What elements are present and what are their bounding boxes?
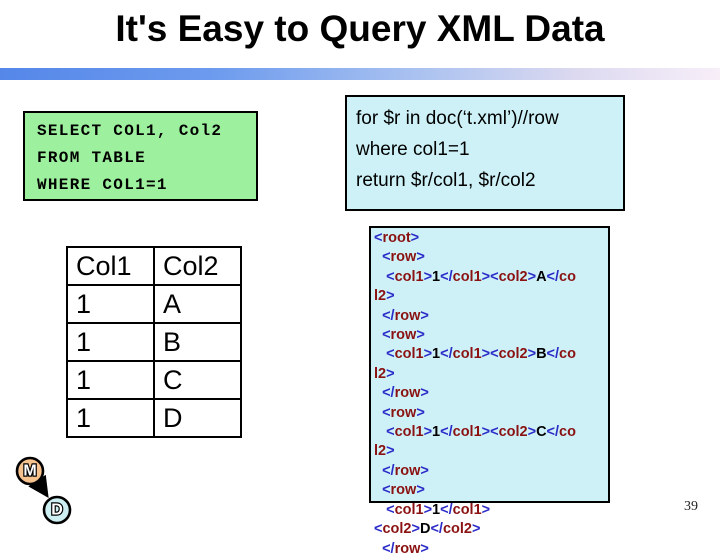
- code-line: return $r/col1, $r/col2: [356, 170, 536, 191]
- d-node-label: D: [51, 502, 63, 519]
- m-node-circle: [15, 456, 45, 486]
- title-accent-bar: [0, 68, 720, 80]
- code-line: SELECT COL1, Col2: [37, 122, 223, 140]
- m-to-d-arrow: [28, 474, 49, 498]
- xml-line: </row>: [382, 307, 429, 324]
- xml-line: <col1>1</col1><col2>B</co: [386, 346, 576, 363]
- xquery-box: for $r in doc(‘t.xml’)//row where col1=1 r…: [345, 95, 625, 211]
- xml-line: <col2>D</col2>: [374, 521, 481, 538]
- table-cell: 1: [66, 322, 155, 362]
- code-line: where col1=1: [356, 139, 470, 160]
- table-cell: 1: [66, 398, 155, 438]
- xml-line: </row>: [382, 462, 429, 479]
- d-node-circle: [42, 495, 72, 525]
- xquery-code: for $r in doc(‘t.xml’)//row where col1=1 r…: [356, 103, 614, 196]
- m-d-diagram: M D: [15, 456, 72, 525]
- xml-line: <row>: [382, 249, 425, 266]
- code-line: FROM TABLE: [37, 149, 147, 167]
- table-cell: D: [153, 398, 242, 438]
- xml-line: <root>: [374, 230, 420, 246]
- m-node-label: M: [23, 463, 36, 480]
- xml-line: </row>: [382, 385, 429, 402]
- table-cell: 1: [66, 360, 155, 400]
- xml-line: <row>: [382, 404, 425, 421]
- page-number: 39: [684, 499, 698, 514]
- table-cell: 1: [66, 284, 155, 324]
- xml-line: <row>: [382, 327, 425, 344]
- xml-line: <row>: [382, 482, 425, 499]
- code-line: for $r in doc(‘t.xml’)//row: [356, 108, 559, 129]
- xml-line: <col1>1</col1>: [386, 501, 491, 518]
- xml-line: l2>: [374, 443, 395, 460]
- table-cell: A: [153, 284, 242, 324]
- xml-line: <col1>1</col1><col2>C</co: [386, 424, 576, 441]
- xml-code: <root> <row> <col1>1</col1><col2>A</co l2…: [374, 229, 634, 559]
- table-cell: C: [153, 360, 242, 400]
- table-header-cell: Col2: [153, 246, 242, 286]
- xml-line: l2>: [374, 288, 395, 305]
- xml-line: <col1>1</col1><col2>A</co: [386, 268, 576, 285]
- xml-document-box: [369, 226, 610, 503]
- xml-line: l2>: [374, 365, 395, 382]
- page-title: It's Easy to Query XML Data: [115, 8, 605, 49]
- table-header-cell: Col1: [66, 246, 155, 286]
- table-cell: B: [153, 322, 242, 362]
- xml-line: </row>: [382, 540, 429, 557]
- code-line: WHERE COL1=1: [37, 176, 168, 194]
